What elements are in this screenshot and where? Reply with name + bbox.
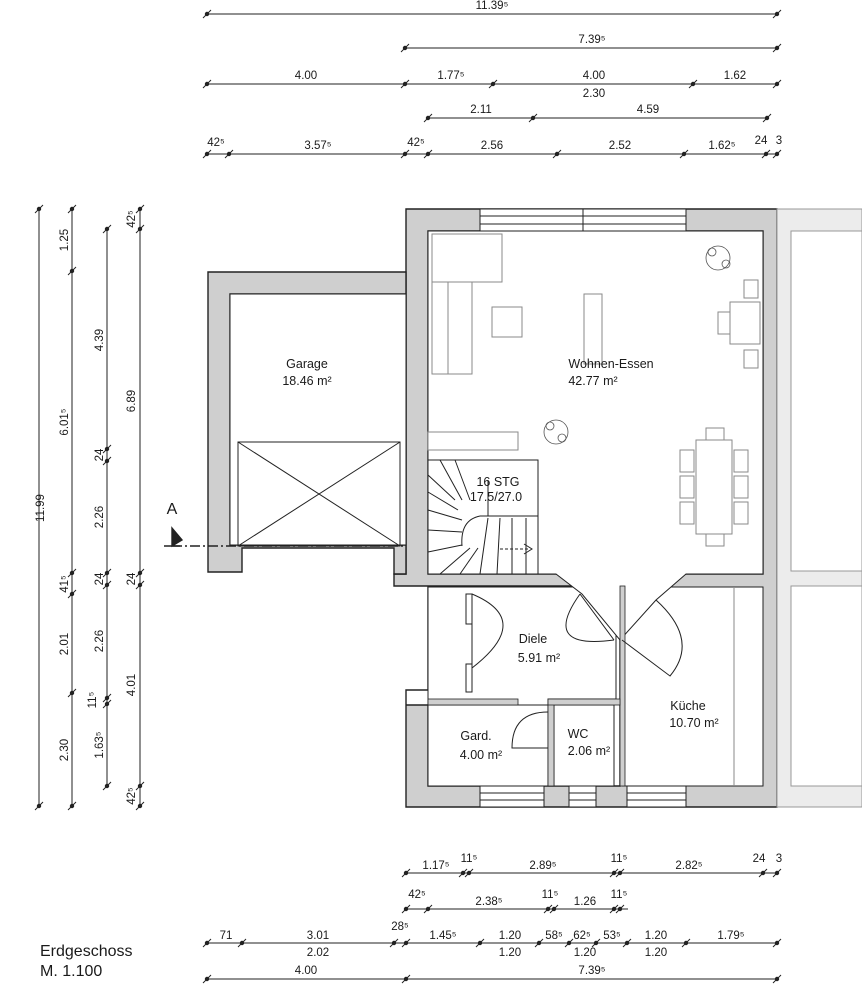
dim-label: 53⁵ (603, 930, 621, 942)
dim-label: 4.00 (583, 70, 605, 82)
dim-label: 3.01 (307, 930, 329, 942)
room-garage-name: Garage (286, 357, 328, 371)
dim-label: 42⁵ (408, 889, 426, 901)
dim-label: 1.20 (645, 947, 667, 959)
dim-label: 58⁵ (545, 930, 563, 942)
caption-scale: M. 1.100 (40, 963, 102, 980)
section-marker: A (164, 501, 404, 548)
dim-top-total: 11.39⁵ (476, 0, 509, 12)
dim-left-total: 11.99 (35, 494, 47, 522)
dim-label: 2.01 (59, 633, 71, 655)
dim-label: 24 (126, 572, 138, 585)
dim-label: 6.01⁵ (59, 408, 71, 435)
dim-label: 2.56 (481, 140, 503, 152)
dim-label: 11⁵ (611, 853, 628, 865)
room-diele-area: 5.91 m² (518, 651, 560, 665)
dim-label: 2.26 (94, 506, 106, 528)
dim-label: 24 (94, 572, 106, 585)
dim-label: 11⁵ (542, 889, 559, 901)
garage-door-symbol (237, 441, 401, 547)
dim-label: 1.26 (574, 896, 596, 908)
dim-label: 2.11 (470, 104, 492, 116)
bottom-dimensions: 1.17⁵ 11⁵ 2.89⁵ 11⁵ 2.82⁵ 24 3 42⁵ 2.38⁵… (202, 853, 782, 984)
room-wohnen-name: Wohnen-Essen (568, 357, 653, 371)
dim-label: 24 (755, 135, 768, 147)
walls (207, 208, 862, 808)
dim-label: 1.25 (59, 229, 71, 251)
dim-label: 2.38⁵ (475, 896, 502, 908)
dim-label: 1.62 (724, 70, 746, 82)
dim-label: 1.20 (645, 930, 667, 942)
caption-title: Erdgeschoss (40, 943, 133, 960)
dim-label: 1.79⁵ (717, 930, 744, 942)
dim-label: 2.52 (609, 140, 631, 152)
plan-caption: Erdgeschoss M. 1.100 (40, 943, 133, 980)
dim-label: 4.59 (637, 104, 659, 116)
dim-label: 1.17⁵ (422, 860, 449, 872)
room-wc-area: 2.06 m² (568, 744, 610, 758)
room-kueche-area: 10.70 m² (669, 716, 718, 730)
room-kueche-name: Küche (670, 699, 705, 713)
dim-label: 3 (776, 135, 782, 147)
stair-steps: 16 STG (476, 475, 519, 489)
dim-label: 2.26 (94, 630, 106, 652)
dim-top-house: 7.39⁵ (578, 34, 605, 46)
dim-label: 41⁵ (59, 575, 71, 593)
room-gard-area: 4.00 m² (460, 748, 502, 762)
plant-icon (543, 245, 731, 445)
dim-label: 4.00 (295, 965, 317, 977)
dim-label: 1.62⁵ (708, 140, 735, 152)
dim-label: 11⁵ (611, 889, 628, 901)
dim-label: 28⁵ (391, 921, 409, 933)
windows (465, 208, 687, 808)
dim-label: 1.20 (499, 930, 521, 942)
dim-label: 62⁵ (573, 930, 591, 942)
dim-label: 4.39 (94, 329, 106, 351)
dim-label: 42⁵ (126, 787, 138, 805)
dim-label: 42⁵ (407, 137, 425, 149)
dim-label: 1.20 (574, 947, 596, 959)
left-dimensions: 11.99 1.25 6.01⁵ 41⁵ 2.01 2.30 4.39 24 2… (34, 204, 145, 811)
dim-label: 11⁵ (461, 853, 478, 865)
room-wc-name: WC (568, 727, 589, 741)
dim-label: 2.89⁵ (529, 860, 556, 872)
dim-label: 4.00 (295, 70, 317, 82)
dim-label: 3 (776, 853, 782, 865)
dim-label: 1.63⁵ (94, 731, 106, 758)
stair-dimensions: 17.5/27.0 (470, 490, 522, 504)
doors (471, 593, 683, 749)
dim-label: 7.39⁵ (578, 965, 605, 977)
room-gard-name: Gard. (460, 729, 491, 743)
dim-label: 6.89 (126, 390, 138, 412)
dim-label: 3.57⁵ (304, 140, 331, 152)
dim-label: 4.01 (126, 674, 138, 696)
dim-label: 24 (753, 853, 766, 865)
staircase (427, 459, 539, 575)
room-garage-area: 18.46 m² (282, 374, 331, 388)
furniture (427, 233, 761, 786)
top-dimensions: 11.39⁵ 7.39⁵ 4.00 1.77⁵ 4.00 1.62 2.30 2… (202, 0, 782, 159)
dim-label: 71 (220, 930, 233, 942)
room-wohnen-area: 42.77 m² (568, 374, 617, 388)
dim-label: 1.20 (499, 947, 521, 959)
dim-label: 2.30 (59, 739, 71, 761)
dim-label: 2.30 (583, 88, 605, 100)
dim-label: 11⁵ (87, 691, 99, 708)
dim-label: 1.77⁵ (437, 70, 464, 82)
dim-label: 42⁵ (126, 210, 138, 228)
dim-label: 24 (94, 448, 106, 461)
room-labels: Garage 18.46 m² Wohnen-Essen 42.77 m² Di… (282, 357, 718, 762)
dim-label: 42⁵ (207, 137, 225, 149)
dim-label: 2.82⁵ (675, 860, 702, 872)
section-label: A (167, 501, 178, 518)
dim-label: 1.45⁵ (429, 930, 456, 942)
dim-label: 2.02 (307, 947, 329, 959)
room-diele-name: Diele (519, 632, 548, 646)
